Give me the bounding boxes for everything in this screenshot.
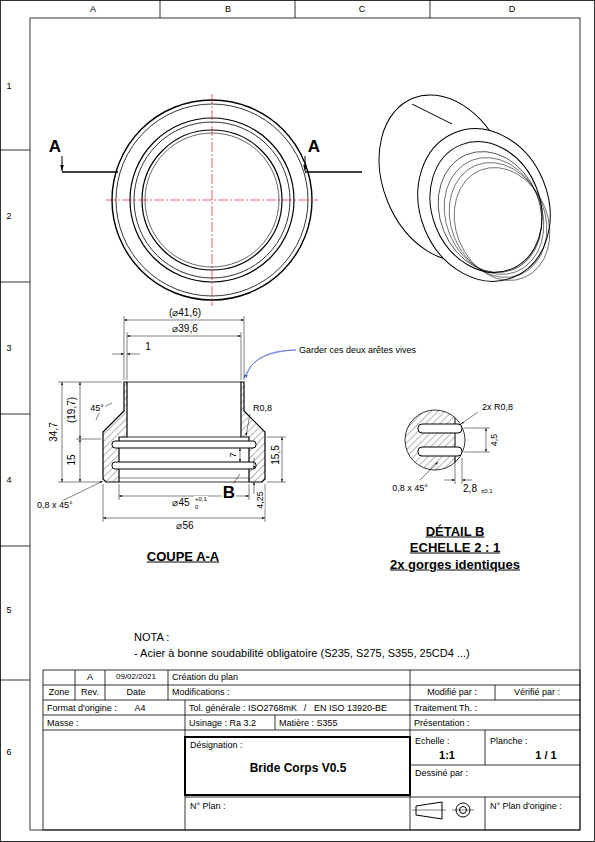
drawing-label: ±0,1 xyxy=(480,488,494,494)
drawing-label: Rev. xyxy=(80,688,100,697)
drawing-label: A xyxy=(86,673,94,682)
drawing-label: (19,7) xyxy=(67,396,77,424)
drawing-label: NOTA : xyxy=(133,632,170,643)
section-view xyxy=(103,382,265,482)
drawing-label: Tol. générale : ISO2768mK xyxy=(188,704,298,713)
title-block xyxy=(43,670,580,830)
drawing-label: 5 xyxy=(5,606,12,615)
drawing-label: Désignation : xyxy=(189,741,244,750)
drawing-label: C xyxy=(358,5,367,14)
drawing-label: EN ISO 13920-BE xyxy=(313,704,388,713)
dimension-lines xyxy=(58,316,296,522)
drawing-label: 1 / 1 xyxy=(534,750,557,761)
detail-view xyxy=(400,405,490,484)
drawing-label: 0 xyxy=(194,504,199,510)
drawing-label: Zone xyxy=(48,688,71,697)
drawing-label: Format d'origine : xyxy=(46,704,118,713)
drawing-label: R0,8 xyxy=(252,404,273,413)
drawing-label: Usinage : Ra 3.2 xyxy=(188,719,257,728)
drawing-label: / xyxy=(303,704,308,713)
drawing-label: COUPE A-A xyxy=(146,550,220,563)
drawing-label: 3 xyxy=(5,344,12,353)
drawing-label: ECHELLE 2 : 1 xyxy=(409,541,501,554)
drawing-label: +0,1 xyxy=(194,496,208,502)
drawing-label: Bride Corps V0.5 xyxy=(249,762,348,774)
drawing-label: - Acier à bonne soudabilité obligatoire … xyxy=(133,648,471,659)
drawing-label: Modifications : xyxy=(171,688,231,697)
drawing-label: Echelle : xyxy=(414,737,451,746)
drawing-label: N° Plan d'origine : xyxy=(489,802,563,811)
drawing-label: 15,5 xyxy=(271,444,281,465)
drawing-label: 2x gorges identiques xyxy=(389,558,521,571)
drawing-label: 15 xyxy=(67,453,77,466)
drawing-label: A xyxy=(89,5,97,14)
top-view xyxy=(62,94,362,306)
drawing-label: A xyxy=(48,138,62,155)
drawing-label: B xyxy=(222,484,236,501)
drawing-label: D xyxy=(508,5,517,14)
drawing-label: B xyxy=(224,5,232,14)
drawing-label: DÉTAIL B xyxy=(425,525,486,538)
drawing-label: Matière : S355 xyxy=(278,719,339,728)
drawing-label: Traitement Th. : xyxy=(413,704,478,713)
drawing-label: Garder ces deux arêtes vives xyxy=(298,346,417,355)
drawing-label: 2 xyxy=(5,212,12,221)
drawing-label: Date xyxy=(125,688,146,697)
drawing-label: Vérifié par : xyxy=(513,688,561,697)
drawing-label: 0,8 x 45° xyxy=(391,484,429,493)
drawing-label: 1:1 xyxy=(438,750,456,761)
drawing-label: 1 xyxy=(5,82,12,91)
drawing-label: 2,8 xyxy=(462,484,478,494)
drawing-label: 0,8 x 45° xyxy=(36,501,74,510)
isometric-view xyxy=(355,75,572,301)
drawing-label: 6 xyxy=(5,748,12,757)
drawing-label: Modifié par : xyxy=(426,688,478,697)
drawing-label: 09/02/2021 xyxy=(115,673,157,681)
drawing-label: 7 xyxy=(229,451,238,458)
drawing-label: 2x R0,8 xyxy=(481,403,514,412)
drawing-label: 4,5 xyxy=(490,433,499,448)
drawing-label: Présentation : xyxy=(413,719,471,728)
drawing-label: Création du plan xyxy=(171,673,239,682)
drawing-label: Dessiné par : xyxy=(414,769,469,778)
drawing-label: N° Plan : xyxy=(189,802,227,811)
drawing-label: 4,25 xyxy=(256,490,265,510)
drawing-label: 45° xyxy=(89,404,105,413)
drawing-label: ⌀56 xyxy=(175,521,194,531)
drawing-label: 34,7 xyxy=(49,421,59,442)
drawing-label: A4 xyxy=(133,704,146,713)
drawing-label: Masse : xyxy=(46,719,80,728)
drawing-label: ⌀39,6 xyxy=(171,324,198,334)
drawing-label: 1 xyxy=(144,342,152,352)
drawing-label: 4 xyxy=(5,476,12,485)
drawing-label: A xyxy=(307,138,321,155)
drawing-label: (⌀41,6) xyxy=(168,308,202,318)
drawing-label: ⌀45 xyxy=(171,498,190,508)
drawing-label: Planche : xyxy=(489,737,529,746)
